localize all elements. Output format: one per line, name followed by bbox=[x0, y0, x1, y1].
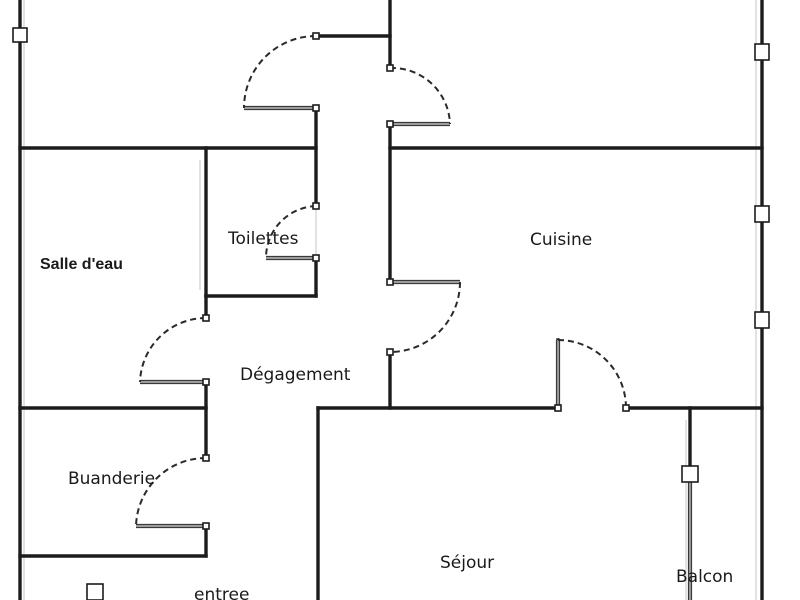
window-marker bbox=[86, 583, 104, 600]
door-panels bbox=[136, 105, 693, 600]
door-arc-cuisine bbox=[389, 281, 461, 353]
walls bbox=[18, 0, 764, 600]
door-arc-top-left bbox=[243, 35, 317, 109]
window-marker bbox=[754, 205, 770, 223]
faint-lines bbox=[23, 0, 757, 600]
room-label-cuisine: Cuisine bbox=[530, 230, 592, 250]
room-label-degagement: Dégagement bbox=[240, 365, 351, 385]
door-arcs bbox=[135, 35, 627, 527]
window-marker bbox=[754, 43, 770, 61]
door-arc-salle bbox=[139, 317, 207, 383]
window-marker bbox=[681, 465, 699, 483]
windows bbox=[12, 27, 770, 600]
door-arc-toilettes bbox=[265, 205, 317, 259]
window-marker bbox=[12, 27, 28, 43]
room-label-salle-eau: Salle d'eau bbox=[40, 256, 123, 273]
room-label-toilettes: Toilettes bbox=[227, 229, 299, 249]
room-label-entree: entree bbox=[194, 585, 249, 600]
door-arc-sejour bbox=[557, 339, 627, 409]
nodes bbox=[202, 32, 630, 530]
room-label-buanderie: Buanderie bbox=[68, 469, 155, 489]
room-label-balcon: Balcon bbox=[676, 567, 733, 587]
room-labels: Toilettes Salle d'eau Cuisine Dégagement… bbox=[40, 229, 733, 600]
door-arc-top-right bbox=[389, 66, 451, 125]
room-label-sejour: Séjour bbox=[440, 553, 494, 573]
window-marker bbox=[754, 311, 770, 329]
door-arc-buanderie bbox=[135, 457, 207, 527]
